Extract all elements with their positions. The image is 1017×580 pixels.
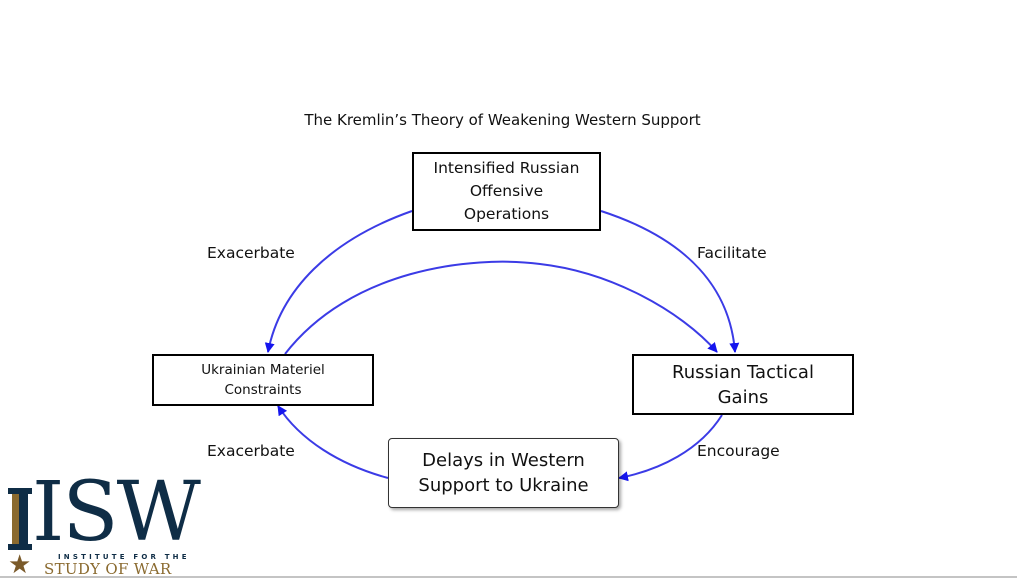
node-intensified-russian-offensive-operations: Intensified Russian Offensive Operations xyxy=(412,152,601,231)
bottom-divider xyxy=(0,576,1017,578)
node-text-line: Gains xyxy=(717,386,769,408)
node-ukrainian-materiel-constraints: Ukrainian Materiel Constraints xyxy=(152,354,374,406)
node-text-line: Intensified Russian xyxy=(433,159,580,177)
star-icon: ★ xyxy=(8,550,32,580)
edge-rtg-to-delay xyxy=(618,414,723,482)
logo-line-2: STUDY OF WAR xyxy=(44,560,172,578)
edge-label-exacerbate-bottom: Exacerbate xyxy=(207,442,295,460)
logo-mark: ISW xyxy=(32,465,201,560)
diagram-title: The Kremlin’s Theory of Weakening Wester… xyxy=(304,111,701,129)
edge-label-facilitate: Facilitate xyxy=(697,244,767,262)
edge-ukr-to-rtg xyxy=(284,260,718,355)
logo-pillar-icon xyxy=(8,488,32,550)
node-text-line: Russian Tactical xyxy=(672,361,814,383)
isw-logo: ISW ★ INSTITUTE FOR THE STUDY OF WAR xyxy=(8,472,208,580)
edge-delay-to-ukr xyxy=(277,405,389,479)
node-text-line: Offensive xyxy=(469,182,544,200)
node-text-line: Constraints xyxy=(224,382,302,398)
edge-label-exacerbate-top: Exacerbate xyxy=(207,244,295,262)
node-text-line: Operations xyxy=(463,205,550,223)
node-russian-tactical-gains: Russian Tactical Gains xyxy=(632,354,854,415)
node-text-line: Ukrainian Materiel xyxy=(201,362,325,378)
node-text-line: Support to Ukraine xyxy=(418,475,589,496)
edge-ops-to-ukr xyxy=(264,210,413,353)
edge-ops-to-rtg xyxy=(600,210,740,353)
edge-label-encourage: Encourage xyxy=(697,442,780,460)
logo-line-1: INSTITUTE FOR THE xyxy=(58,553,190,561)
node-text-line: Delays in Western xyxy=(422,450,585,471)
node-delays-in-western-support: Delays in Western Support to Ukraine xyxy=(388,438,619,508)
